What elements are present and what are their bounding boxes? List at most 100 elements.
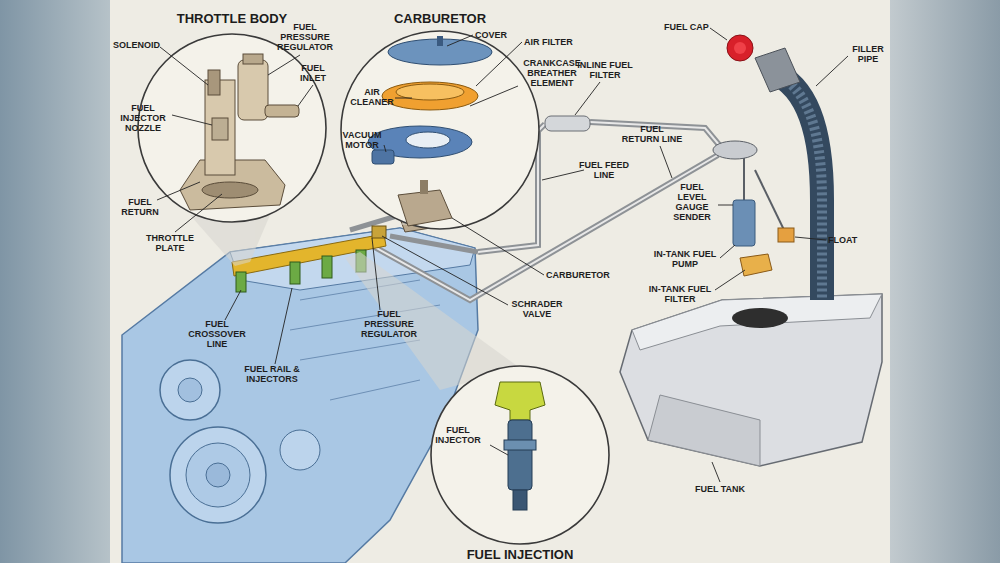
- part-label: FUEL RETURN LINE: [621, 124, 683, 144]
- carburetor-drawing: [388, 39, 492, 65]
- fuel-tank: [620, 294, 882, 466]
- leader-line: [157, 182, 200, 200]
- fuel-injector-drawing: [513, 490, 527, 510]
- throttle-body-drawing: [212, 118, 228, 140]
- fuel-injector-drawing: [504, 440, 536, 450]
- leader-line: [268, 55, 300, 75]
- part-label: FUEL PRESSURE REGULATOR: [355, 309, 423, 339]
- part-label: COVER: [475, 30, 519, 40]
- part-label: FUEL INJECTOR: [427, 425, 489, 445]
- inset-circle: [341, 31, 539, 229]
- engine-block: [122, 228, 478, 563]
- part-label: FUEL INJECTOR NOZZLE: [114, 103, 172, 133]
- engine-block: [230, 228, 475, 290]
- engine-block: [206, 463, 230, 487]
- fuel-rail: [322, 256, 332, 278]
- leader-line: [298, 85, 313, 106]
- inset-heading: FUEL INJECTION: [410, 547, 630, 562]
- leader-line: [470, 86, 518, 106]
- leader-line: [157, 28, 848, 482]
- carburetor-drawing: [406, 132, 450, 148]
- carburetor-drawing: [420, 180, 428, 194]
- fuel-rail: [232, 234, 386, 276]
- leader-line: [160, 47, 208, 85]
- inset-outline: [430, 365, 610, 545]
- part-label: CARBURETOR: [546, 270, 626, 280]
- leader-line: [795, 237, 826, 240]
- part-label: AIR FILTER: [524, 37, 594, 47]
- part-label: FUEL TANK: [684, 484, 756, 494]
- leader-line: [275, 288, 292, 364]
- part-label: FUEL LEVEL GAUGE SENDER: [665, 182, 719, 222]
- fuel-rail: [356, 250, 366, 272]
- fuel-tank: [632, 294, 882, 350]
- throttle-body-drawing: [205, 80, 235, 175]
- throttle-body-drawing: [243, 54, 263, 64]
- fuel-rail: [290, 262, 300, 284]
- fuel-tank: [732, 308, 788, 328]
- leader-line: [476, 42, 522, 86]
- leader-line: [384, 145, 386, 152]
- leader-line: [660, 146, 672, 178]
- leader-line: [175, 194, 222, 232]
- leader-line: [816, 56, 848, 86]
- leader-line: [718, 205, 733, 206]
- engine-block: [186, 443, 250, 507]
- carburetor-drawing: [398, 190, 452, 226]
- part-label: INLINE FUEL FILTER: [567, 60, 643, 80]
- callout-cone: [190, 212, 520, 390]
- fuel-injector-drawing: [495, 382, 545, 510]
- leader-line: [172, 115, 212, 125]
- throttle-body-drawing: [265, 105, 299, 117]
- sender-unit: [733, 200, 755, 246]
- filler-pipe: [727, 35, 822, 300]
- part-label: FUEL INLET: [293, 63, 333, 83]
- throttle-body-drawing: [208, 70, 220, 95]
- filler-pipe: [734, 42, 746, 54]
- leader-line: [710, 28, 727, 40]
- filler-pipe: [772, 72, 822, 300]
- leader-line: [395, 98, 412, 99]
- part-label: FUEL FEED LINE: [572, 160, 636, 180]
- sender-unit: [778, 228, 794, 242]
- part-label: SOLENOID: [113, 40, 173, 50]
- leader-line: [225, 290, 241, 320]
- carburetor-drawing: [396, 84, 464, 100]
- blurred-border: [888, 0, 1000, 563]
- leader-line: [382, 236, 508, 305]
- fuel-tank: [648, 395, 760, 466]
- inset-outline: [340, 30, 540, 230]
- throttle-body-drawing: [238, 60, 268, 120]
- engine-block: [122, 228, 478, 563]
- part-label: IN-TANK FUEL PUMP: [652, 249, 718, 269]
- part-label: FUEL CROSSOVER LINE: [181, 319, 253, 349]
- carburetor-drawing: [368, 126, 472, 158]
- throttle-body-drawing: [180, 160, 285, 210]
- engine-block: [280, 430, 320, 470]
- leader-line: [575, 82, 600, 115]
- part-label: FUEL RAIL & INJECTORS: [236, 364, 308, 384]
- carburetor-drawing: [382, 82, 478, 110]
- throttle-body-inset: THROTTLE BODY: [137, 33, 327, 223]
- inset-heading: THROTTLE BODY: [122, 11, 342, 26]
- inset-outline: [137, 33, 327, 223]
- part-label: IN-TANK FUEL FILTER: [646, 284, 714, 304]
- sender-unit: [713, 141, 794, 276]
- filler-pipe: [755, 48, 800, 92]
- filler-pipe: [727, 35, 753, 61]
- leader-line: [490, 445, 508, 455]
- filler-pipe: [772, 72, 822, 300]
- sender-unit: [740, 254, 772, 276]
- fuel-rail: [372, 226, 386, 238]
- throttle-body-drawing: [180, 54, 299, 210]
- inset-heading: CARBURETOR: [330, 11, 550, 26]
- fuel-lines: [545, 116, 590, 131]
- part-label: SCHRADER VALVE: [505, 299, 569, 319]
- inset-circle: [431, 366, 609, 544]
- leader-line: [542, 170, 584, 180]
- engine-block: [290, 280, 440, 400]
- part-label: FUEL RETURN: [115, 197, 165, 217]
